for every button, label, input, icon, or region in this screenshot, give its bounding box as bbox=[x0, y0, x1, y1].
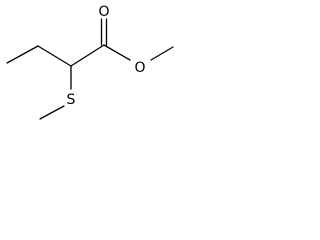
bond-carbonyl-ester-oxygen bbox=[103, 44, 131, 61]
bond-sulfur-methyl bbox=[39, 105, 65, 120]
atom-label-carbonyl-oxygen: O bbox=[98, 4, 109, 20]
bond-ch3-ch2 bbox=[6, 45, 39, 64]
structure-diagram: O O S bbox=[6, 4, 174, 120]
atom-label-sulfur: S bbox=[67, 92, 76, 108]
bond-ch-carbonyl bbox=[70, 44, 105, 67]
bond-ch2-ch bbox=[37, 45, 72, 67]
atom-label-ester-oxygen: O bbox=[134, 60, 145, 76]
bond-ester-oxygen-methyl bbox=[150, 46, 174, 61]
